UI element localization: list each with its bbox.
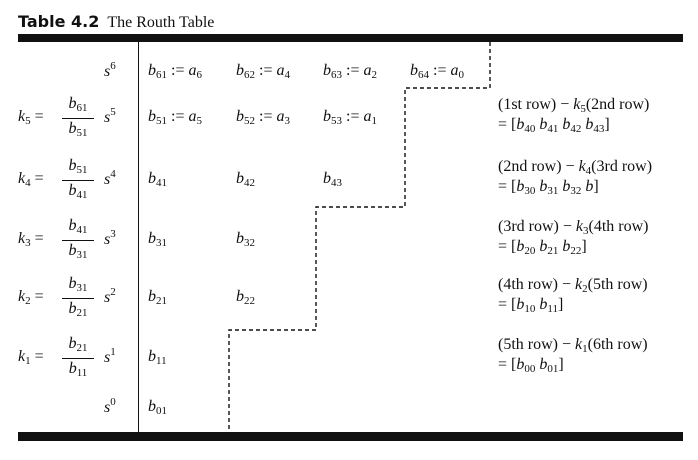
table-number: Table 4.2 <box>18 12 100 31</box>
row-operation-note: (1st row) − k5(2nd row) <box>498 96 650 115</box>
row-operation-note: (3rd row) − k3(4th row) <box>498 218 649 237</box>
table-entry: b64 := a0 <box>410 62 464 81</box>
table-entry: b63 := a2 <box>323 62 377 81</box>
table-caption: Table 4.2 The Routh Table <box>18 12 214 32</box>
row-result-note: = [b10 b11] <box>498 296 564 315</box>
row-power-s3: s3 <box>104 228 116 248</box>
row-result-note: = [b40 b41 b42 b43] <box>498 116 610 135</box>
row-power-s4: s4 <box>104 168 116 188</box>
table-entry: b32 <box>236 230 255 249</box>
table-entry: b41 <box>148 170 167 189</box>
multiplier-label: k5 = <box>18 108 44 127</box>
row-operation-note: (5th row) − k1(6th row) <box>498 336 648 355</box>
table-entry: b01 <box>148 398 167 417</box>
row-power-s1: s1 <box>104 346 116 366</box>
table-title: The Routh Table <box>107 14 215 31</box>
column-divider <box>138 42 139 432</box>
table-entry: b22 <box>236 288 255 307</box>
table-entry: b61 := a6 <box>148 62 202 81</box>
table-entry: b11 <box>148 348 167 367</box>
multiplier-label: k1 = <box>18 348 44 367</box>
row-operation-note: (4th row) − k2(5th row) <box>498 276 648 295</box>
row-power-s0: s0 <box>104 396 116 416</box>
multiplier-label: k4 = <box>18 170 44 189</box>
row-result-note: = [b30 b31 b32 b] <box>498 178 599 197</box>
row-power-s5: s5 <box>104 106 116 126</box>
top-rule <box>18 34 683 42</box>
multiplier-label: k3 = <box>18 230 44 249</box>
row-result-note: = [b20 b21 b22] <box>498 238 587 257</box>
table-entry: b62 := a4 <box>236 62 290 81</box>
table-entry: b43 <box>323 170 342 189</box>
table-entry: b42 <box>236 170 255 189</box>
row-power-s2: s2 <box>104 286 116 306</box>
table-entry: b51 := a5 <box>148 108 202 127</box>
table-entry: b31 <box>148 230 167 249</box>
bottom-rule <box>18 432 683 441</box>
table-entry: b52 := a3 <box>236 108 290 127</box>
row-power-s6: s6 <box>104 60 116 80</box>
table-entry: b21 <box>148 288 167 307</box>
multiplier-label: k2 = <box>18 288 44 307</box>
row-result-note: = [b00 b01] <box>498 356 564 375</box>
table-entry: b53 := a1 <box>323 108 377 127</box>
row-operation-note: (2nd row) − k4(3rd row) <box>498 158 653 177</box>
